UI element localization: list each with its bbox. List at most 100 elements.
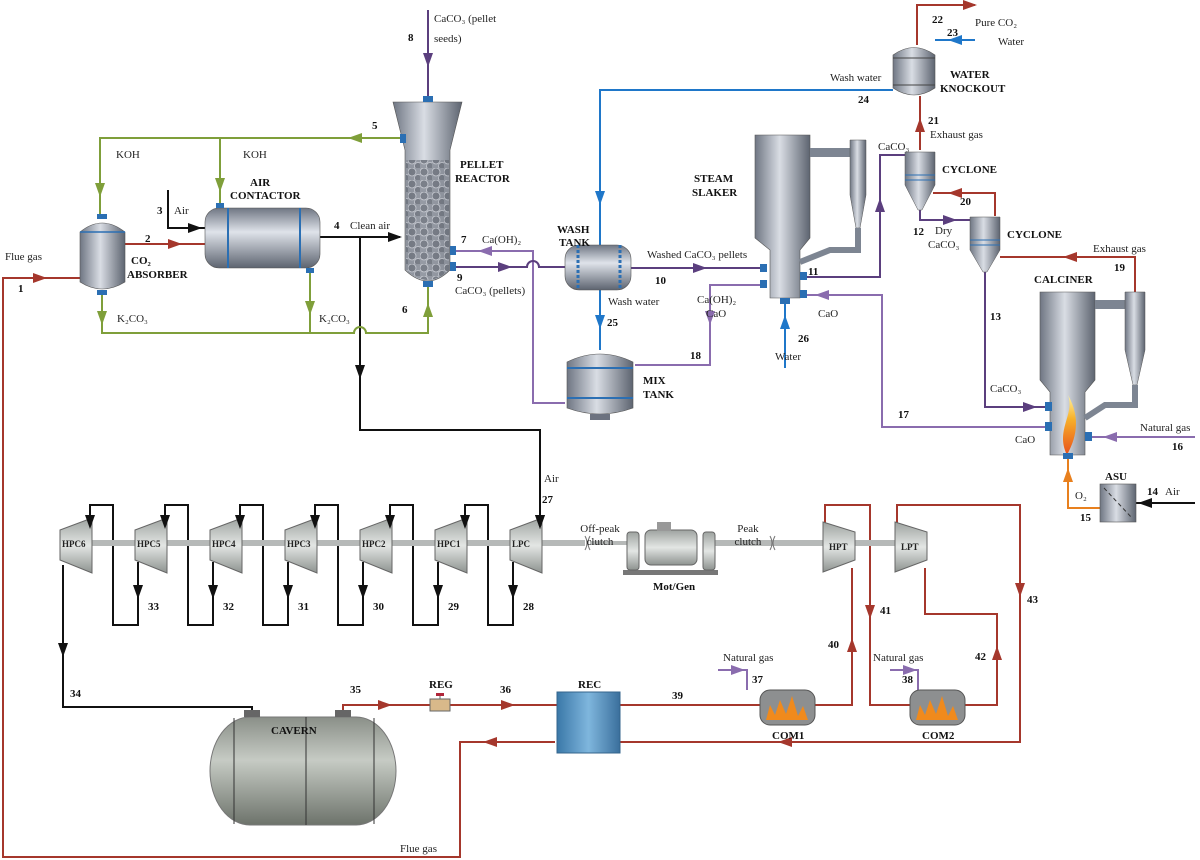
stream-label: Air <box>544 473 559 485</box>
flame-icon <box>766 696 808 720</box>
cyclone-1-label: CYCLONE <box>942 164 997 176</box>
stream-label: Clean air <box>350 220 390 232</box>
pellet-reactor[interactable] <box>392 96 463 287</box>
flow-arrow-icon <box>915 118 925 132</box>
flow-arrow-icon <box>33 273 47 283</box>
stream-22-pure-co2 <box>916 4 975 45</box>
stream-9-pellets <box>455 260 565 268</box>
flame-icon <box>916 696 958 720</box>
flow-arrow-icon <box>208 585 218 599</box>
asu-label: ASU <box>1105 471 1127 483</box>
stream-number: 42 <box>975 651 987 663</box>
compressor-hpc3[interactable]: HPC3 <box>284 517 318 574</box>
stream-label: Pure CO₂ <box>975 17 1017 29</box>
flow-arrow-icon <box>815 290 829 300</box>
cyclone-2[interactable] <box>969 216 1001 273</box>
stream-40 <box>815 568 853 706</box>
stream-number: 5 <box>372 120 378 132</box>
stream-label: Water <box>775 351 801 363</box>
recuperator[interactable] <box>556 691 621 754</box>
equipment-labels: CO₂ ABSORBER AIR CONTACTOR PELLET REACTO… <box>127 69 1127 742</box>
steam-slaker[interactable] <box>754 134 867 304</box>
motor-shaft <box>590 541 630 545</box>
off-peak-clutch-icon[interactable] <box>584 535 591 551</box>
stream-number: 29 <box>448 601 460 613</box>
stream-label: CaCO₃ (pellets) <box>455 285 525 297</box>
compressor-hpc4[interactable]: HPC4 <box>209 517 243 574</box>
compressor-label: HPC4 <box>212 539 236 549</box>
reg-valve[interactable] <box>429 693 451 712</box>
air-contactor[interactable] <box>204 203 321 273</box>
stream-label: Water <box>998 36 1024 48</box>
stream-37-natural-gas <box>718 669 748 690</box>
co2-absorber[interactable] <box>79 214 126 295</box>
compressor-hpc2[interactable]: HPC2 <box>359 517 393 574</box>
flow-arrow-icon <box>188 223 202 233</box>
compressor-train: HPC6 HPC5 HPC4 HPC3 HPC2 HPC1 LPC <box>59 517 543 574</box>
cavern[interactable] <box>209 710 397 826</box>
flow-arrow-icon <box>963 0 977 10</box>
compressor-hpc5[interactable]: HPC5 <box>134 517 168 574</box>
flow-arrow-icon <box>378 700 392 710</box>
absorber-label-2: ABSORBER <box>127 269 189 281</box>
stream-label: KOH <box>116 149 140 161</box>
stream-number: 35 <box>350 684 362 696</box>
intercooler-loop <box>389 504 439 626</box>
mot-gen-label: Mot/Gen <box>653 581 695 593</box>
calciner[interactable] <box>1039 291 1146 459</box>
steam-slaker-label-2: SLAKER <box>692 187 738 199</box>
peak-clutch-label-2: clutch <box>735 536 762 548</box>
flow-arrow-icon <box>498 262 512 272</box>
stream-label: Flue gas <box>5 251 42 263</box>
stream-number: 43 <box>1027 594 1039 606</box>
stream-number: 9 <box>457 272 463 284</box>
stream-number: 17 <box>898 409 910 421</box>
stream-7-caoh2 <box>455 250 565 404</box>
compressor-hpc6[interactable]: HPC6 <box>59 517 93 574</box>
compressor-body <box>284 517 318 574</box>
flow-arrow-icon <box>1138 498 1152 508</box>
stream-number: 13 <box>990 311 1002 323</box>
flow-arrow-icon <box>160 515 170 529</box>
flow-arrow-icon <box>1023 402 1037 412</box>
flow-arrow-icon <box>875 198 885 212</box>
compressor-label: HPC5 <box>137 539 161 549</box>
compressor-shaft <box>60 540 585 546</box>
stream-label: CaO <box>818 308 838 320</box>
off-peak-clutch-label-2: clutch <box>587 536 614 548</box>
combustor-2[interactable] <box>909 689 966 726</box>
flow-arrow-icon <box>1103 432 1117 442</box>
cyclone-1[interactable] <box>904 151 936 211</box>
stream-number: 40 <box>828 639 840 651</box>
combustor-1[interactable] <box>759 689 816 726</box>
intercooler-loop <box>239 504 289 626</box>
air-contactor-label-1: AIR <box>250 177 271 189</box>
flow-arrow-icon <box>423 303 433 317</box>
flow-arrow-icon <box>483 737 497 747</box>
water-knockout-label-1: WATER <box>950 69 991 81</box>
lp-turbine[interactable] <box>894 521 928 573</box>
water-knockout[interactable] <box>892 47 936 96</box>
motor-generator[interactable] <box>623 522 718 575</box>
stream-number: 16 <box>1172 441 1184 453</box>
stream-label: CaCO₃ <box>928 239 960 251</box>
compressor-hpc1[interactable]: HPC1 <box>434 517 468 574</box>
pellet-reactor-label-2: REACTOR <box>455 173 511 185</box>
flow-arrow-icon <box>133 585 143 599</box>
asu[interactable] <box>1099 483 1137 523</box>
stream-number: 14 <box>1147 486 1159 498</box>
flow-arrow-icon <box>423 53 433 67</box>
stream-number: 7 <box>461 234 467 246</box>
flow-arrow-icon <box>388 232 402 242</box>
flow-arrow-icon <box>903 665 917 675</box>
hp-turbine[interactable] <box>822 521 856 573</box>
stream-label: K₂CO₃ <box>319 313 350 325</box>
mix-tank[interactable] <box>566 353 634 420</box>
wash-tank[interactable] <box>564 244 632 291</box>
stream-number: 24 <box>858 94 870 106</box>
peak-clutch-icon[interactable] <box>769 535 776 551</box>
flow-arrow-icon <box>460 515 470 529</box>
stream-number: 6 <box>402 304 408 316</box>
stream-number: 1 <box>18 283 24 295</box>
compressor-lpc[interactable]: LPC <box>509 517 543 574</box>
